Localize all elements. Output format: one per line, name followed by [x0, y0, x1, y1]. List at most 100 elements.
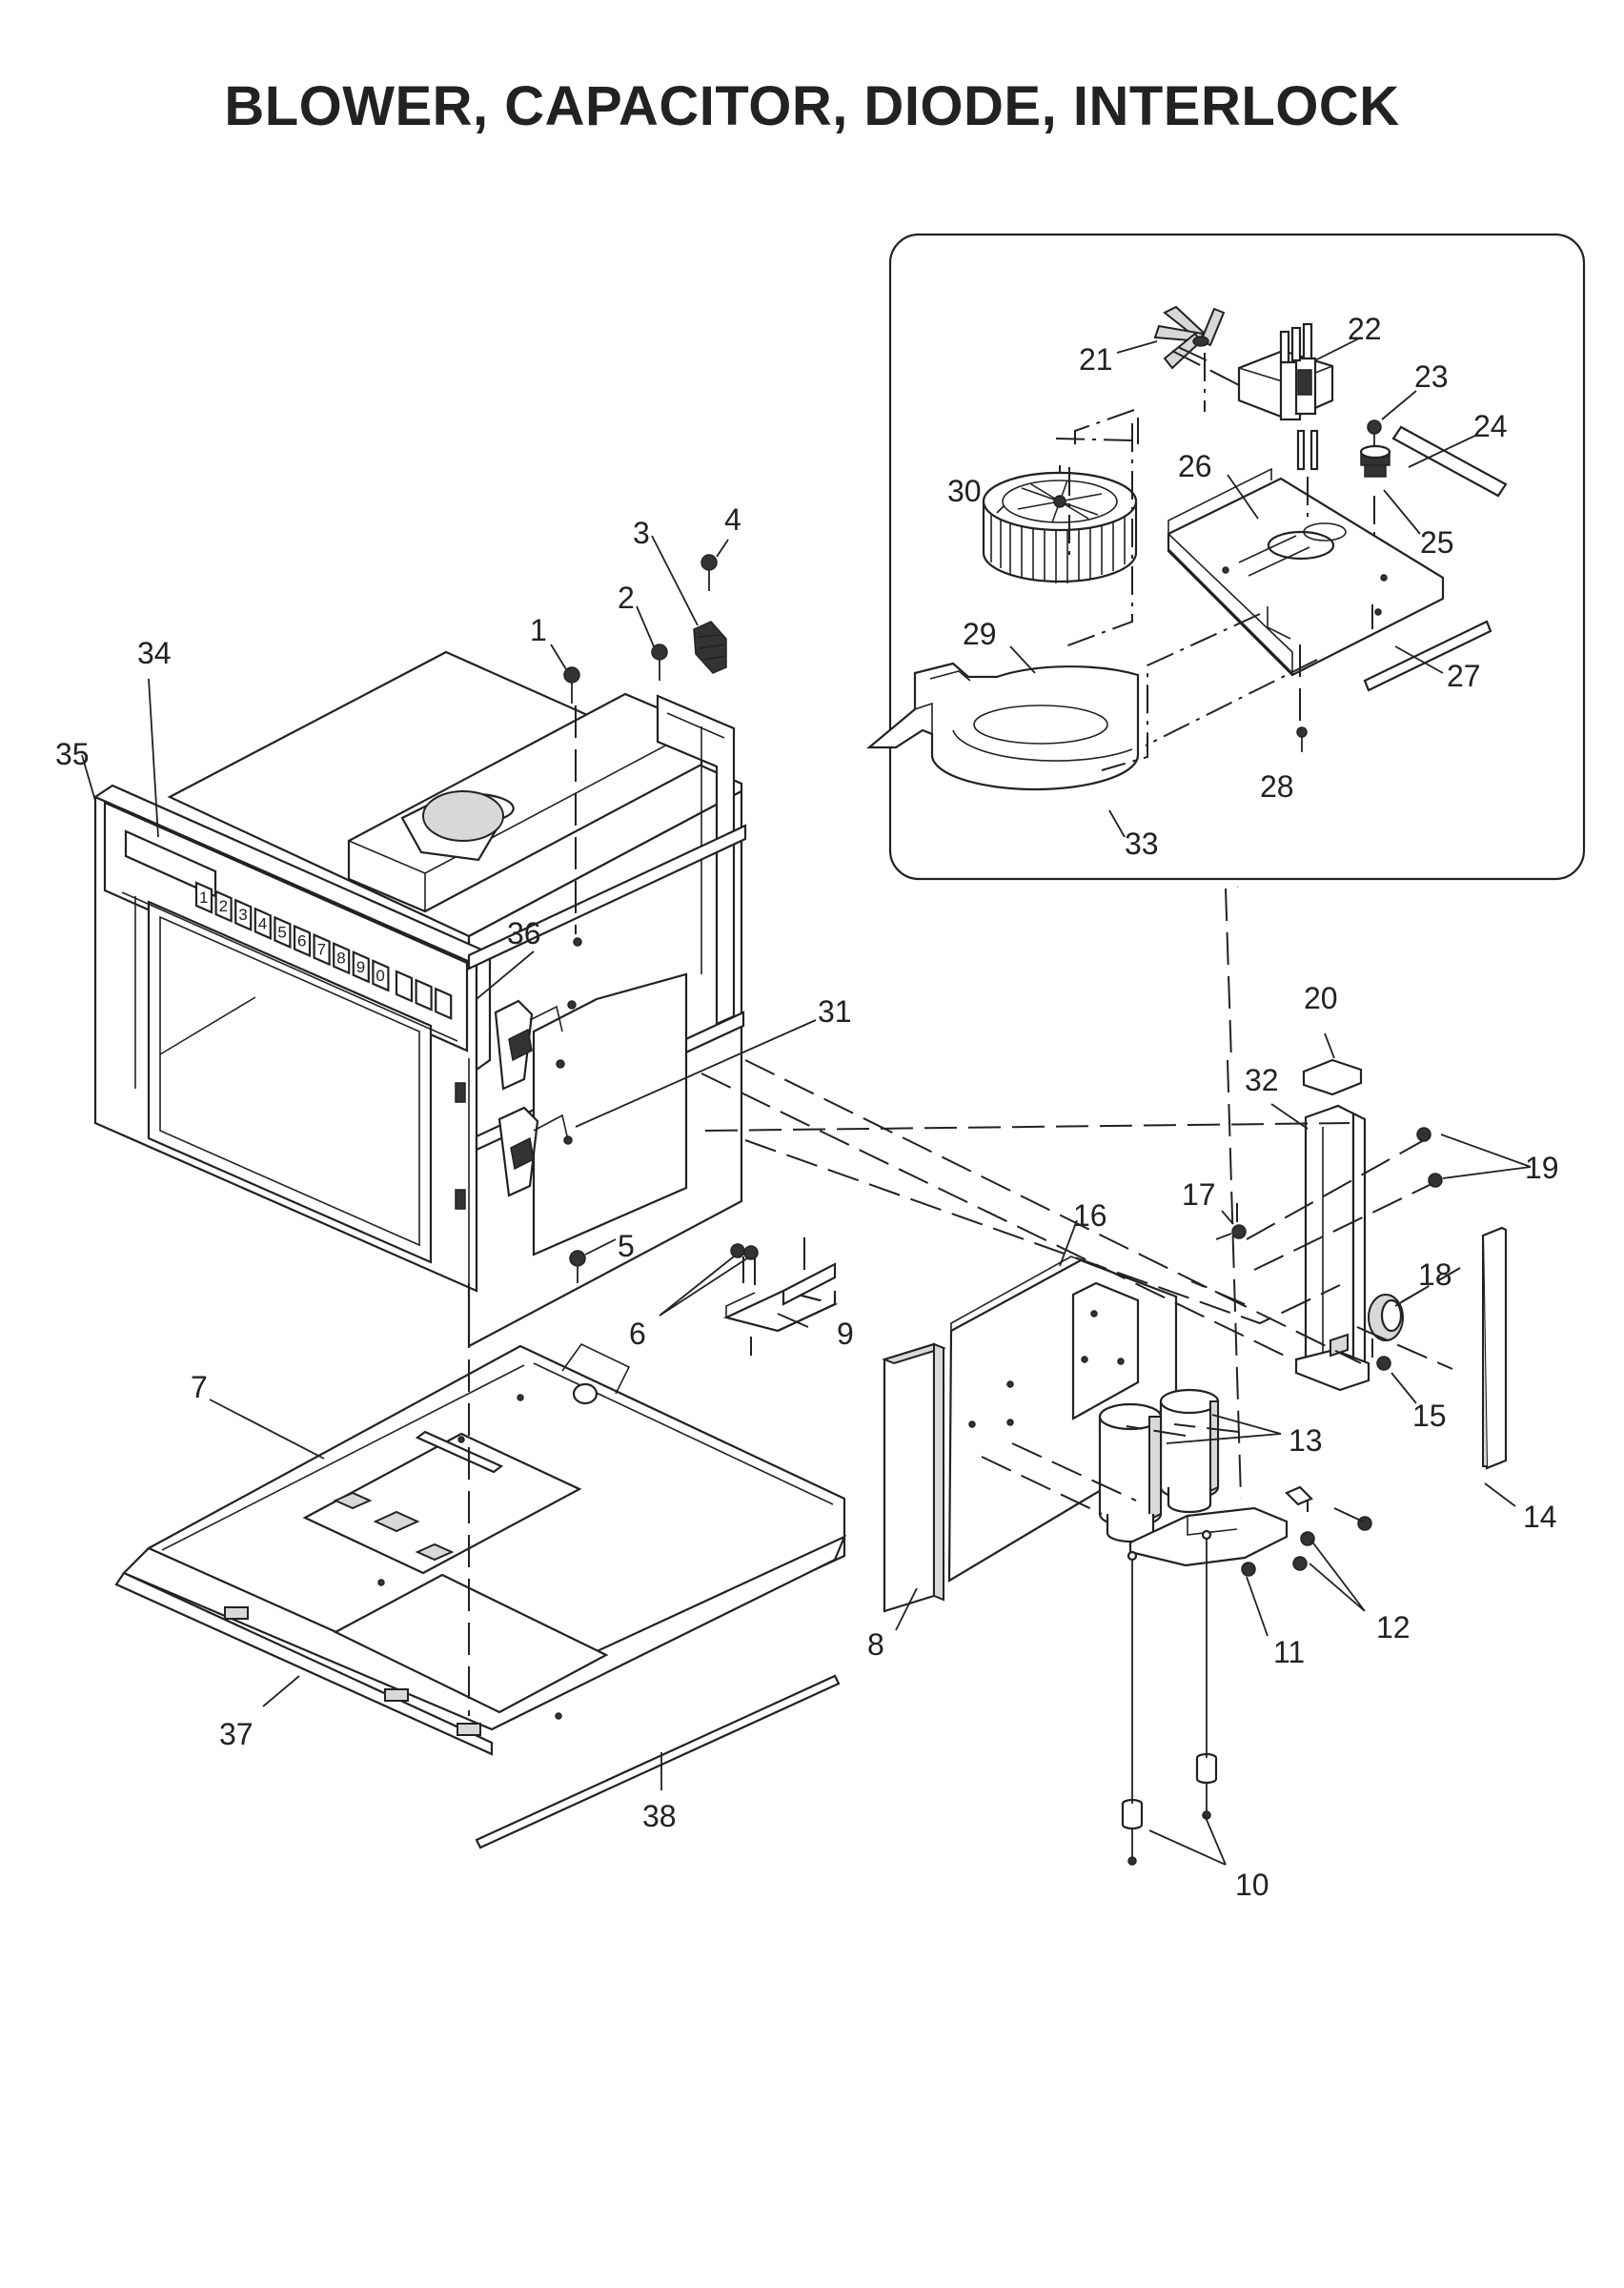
keypad-key: 3 — [234, 898, 253, 931]
callout-24: 24 — [1473, 409, 1508, 443]
callout-28: 28 — [1260, 769, 1294, 804]
screw-1-part — [563, 666, 580, 684]
screw-23-part — [1367, 419, 1382, 435]
strip-27-part — [1363, 620, 1492, 692]
callout-12: 12 — [1376, 1610, 1411, 1644]
keypad-key-label: 6 — [297, 932, 306, 950]
callout-30: 30 — [947, 474, 982, 508]
callout-32: 32 — [1245, 1063, 1279, 1097]
callout-23: 23 — [1414, 359, 1449, 394]
callout-33: 33 — [1125, 827, 1159, 861]
keypad-key: 9 — [352, 950, 370, 984]
keypad-key: 6 — [293, 924, 312, 958]
keypad-key-label: 2 — [219, 897, 228, 915]
blower-bracket-part — [1167, 467, 1445, 677]
callout-6: 6 — [629, 1317, 646, 1351]
callout-15: 15 — [1412, 1399, 1447, 1433]
keypad-key: 5 — [274, 915, 292, 950]
blower-motor-part — [1237, 322, 1334, 471]
fan-blade-part — [1153, 305, 1226, 370]
callout-13: 13 — [1289, 1423, 1323, 1458]
screw-6b-part — [743, 1245, 759, 1260]
function-key — [415, 978, 433, 1011]
callout-26: 26 — [1178, 449, 1212, 483]
blower-wheel-part — [982, 471, 1138, 583]
callout-27: 27 — [1447, 659, 1481, 693]
callout-9: 9 — [837, 1317, 854, 1351]
callout-10: 10 — [1235, 1868, 1269, 1902]
callout-4: 4 — [724, 502, 741, 537]
strip-24-part — [1391, 425, 1508, 498]
page-title: BLOWER, CAPACITOR, DIODE, INTERLOCK — [224, 75, 1400, 137]
screw-12c-part — [1357, 1516, 1372, 1531]
bushing-25-part — [1359, 444, 1391, 478]
screw-5-part — [569, 1250, 586, 1267]
diode-10b-part — [1195, 1529, 1218, 1820]
ferrite-ring-18-part — [1368, 1294, 1404, 1341]
base-plate-part — [114, 1316, 847, 1756]
diode-10a-part — [1121, 1550, 1144, 1866]
callout-25: 25 — [1420, 525, 1454, 560]
callout-22: 22 — [1348, 312, 1382, 346]
callout-21: 21 — [1079, 342, 1113, 377]
screw-19a-part — [1416, 1127, 1431, 1142]
keypad-key-label: 4 — [258, 914, 267, 932]
screw-6a-part — [730, 1243, 745, 1258]
strip-38-part — [475, 1674, 841, 1849]
interlock-bracket-32-part — [1294, 1104, 1370, 1392]
keypad-key-label: 9 — [356, 958, 365, 976]
keypad-key-label: 8 — [336, 950, 345, 968]
keypad-key: 8 — [333, 942, 351, 975]
callout-37: 37 — [219, 1717, 254, 1751]
function-key — [435, 987, 453, 1020]
keypad-key-label: 3 — [238, 906, 247, 924]
keypad-key: 4 — [254, 907, 272, 940]
callout-14: 14 — [1523, 1500, 1557, 1534]
callout-18: 18 — [1418, 1257, 1452, 1292]
callout-17: 17 — [1182, 1177, 1216, 1212]
seal-14-part — [1481, 1226, 1508, 1470]
capacitor-13a-part — [1159, 1388, 1220, 1514]
keypad-key: 2 — [214, 889, 233, 923]
callout-1: 1 — [530, 613, 547, 647]
screw-12a-part — [1300, 1531, 1315, 1546]
keypad-key: 0 — [372, 959, 390, 992]
screw-4-part — [700, 554, 718, 571]
screw-15-part — [1376, 1356, 1391, 1371]
keypad-key: 7 — [313, 932, 331, 967]
callout-5: 5 — [618, 1229, 635, 1263]
keypad-key-label: 1 — [199, 889, 208, 907]
screw-17-part — [1231, 1224, 1247, 1239]
callout-35: 35 — [55, 737, 90, 771]
capacitor-13b-part — [1098, 1402, 1163, 1543]
strip-20-part — [1302, 1058, 1363, 1096]
callout-19: 19 — [1525, 1151, 1559, 1185]
callout-29: 29 — [963, 617, 997, 651]
callout-7: 7 — [191, 1370, 208, 1404]
callout-11: 11 — [1273, 1635, 1305, 1669]
capacitor-bracket-16-part — [947, 1256, 1178, 1583]
blower-inset-panel — [865, 233, 1586, 881]
keypad-key-label: 0 — [376, 967, 384, 985]
callout-34: 34 — [137, 636, 172, 670]
screw-12b-part — [1292, 1556, 1308, 1571]
callout-16: 16 — [1073, 1198, 1107, 1233]
keypad-key-label: 7 — [317, 941, 326, 959]
screw-28-part — [1296, 726, 1308, 738]
keypad-key-label: 5 — [277, 923, 286, 941]
function-key — [395, 970, 414, 1003]
blower-housing-part — [865, 662, 1140, 791]
screw-11-part — [1241, 1562, 1256, 1577]
screw-19b-part — [1428, 1173, 1443, 1188]
clip-3-part — [693, 621, 727, 674]
callout-8: 8 — [867, 1627, 884, 1662]
callout-20: 20 — [1304, 981, 1338, 1015]
screw-2-part — [651, 644, 668, 661]
seal-8-part — [881, 1342, 947, 1613]
callout-36: 36 — [507, 916, 541, 950]
callout-3: 3 — [633, 516, 650, 550]
callout-38: 38 — [642, 1799, 677, 1833]
keypad-key: 1 — [194, 881, 213, 914]
